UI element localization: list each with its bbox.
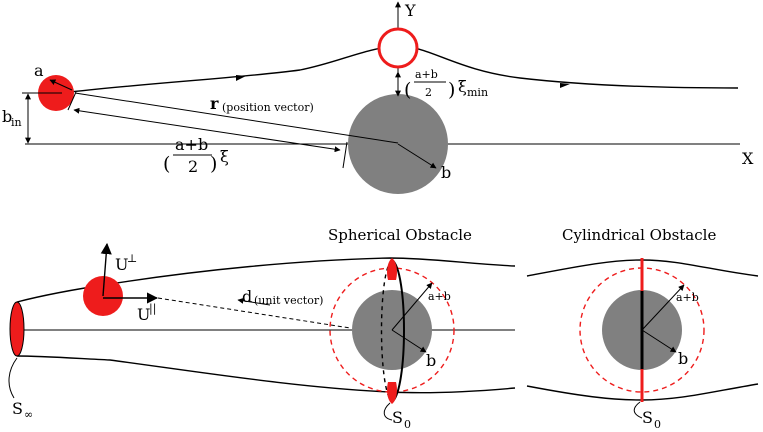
cyl-radius-a-plus-b xyxy=(641,284,685,331)
cyl-radius-b-label: b xyxy=(678,349,688,368)
cylindrical-panel: Cylindrical Obstacle a+b b S 0 xyxy=(526,226,759,431)
u-perp-label: U xyxy=(115,255,128,274)
particle-radius-label: a xyxy=(34,61,44,80)
radius-a-plus-b-label: a+b xyxy=(428,290,451,303)
y-axis-label: Y xyxy=(404,1,416,20)
cyl-radius-a-plus-b-label: a+b xyxy=(676,291,699,304)
xi-paren-l: ( xyxy=(163,153,170,175)
particle-radius-a xyxy=(49,79,73,91)
impact-param-label: b xyxy=(2,107,12,126)
xi-min-paren-r: ) xyxy=(448,79,455,101)
u-perp-vector xyxy=(100,242,112,297)
obstacle-radius-b xyxy=(397,143,437,169)
radius-b xyxy=(391,329,427,353)
trajectory-arrow-1 xyxy=(236,75,246,81)
xi-min-frac-den: 2 xyxy=(425,86,432,99)
streamtube-lower xyxy=(16,355,516,394)
particle-closest xyxy=(377,27,419,69)
s-zero-subscript: 0 xyxy=(404,418,411,431)
d-unit-vector-arrow xyxy=(237,297,271,306)
position-vector-note: (position vector) xyxy=(222,101,314,114)
xi-frac-num: a+b xyxy=(175,135,208,154)
s-infinity-pointer xyxy=(8,357,18,399)
particle-tick xyxy=(67,91,77,111)
trajectory-arrow-2 xyxy=(560,83,570,88)
obstacle-radius-label: b xyxy=(441,163,451,182)
cyl-s-zero-pointer xyxy=(633,401,643,419)
xi-distance-arrow xyxy=(73,107,341,153)
d-unit-vector-note: (unit vector) xyxy=(254,294,323,307)
title-spherical: Spherical Obstacle xyxy=(328,226,472,244)
streamtube-upper xyxy=(16,257,516,303)
s-infinity-label: S xyxy=(12,399,23,418)
s-zero-disk-front xyxy=(391,259,405,403)
s-zero-label: S xyxy=(392,408,403,427)
d-unit-vector-line xyxy=(157,297,351,329)
xi-paren-r: ) xyxy=(210,153,217,175)
cyl-s-zero-label: S xyxy=(642,408,653,427)
xi-frac-den: 2 xyxy=(188,157,198,176)
title-cylindrical: Cylindrical Obstacle xyxy=(562,226,716,244)
cyl-radius-b xyxy=(641,329,677,353)
d-unit-vector-label: d xyxy=(242,287,252,306)
xi-min-subscript: min xyxy=(467,86,488,99)
x-axis-label: X xyxy=(742,149,754,168)
xi-min-label: ξ xyxy=(458,77,467,96)
u-par-superscript: || xyxy=(149,302,156,316)
s-zero-cap-bottom xyxy=(387,382,397,404)
s-zero-cap-top xyxy=(387,258,397,280)
s-zero-pointer xyxy=(383,402,393,421)
radius-b-label: b xyxy=(426,351,436,370)
spherical-panel: Spherical Obstacle S ∞ U ⊥ U || d (unit … xyxy=(8,226,516,431)
xi-min-frac-num: a+b xyxy=(415,68,438,81)
top-panel: X Y b ( a+b 2 ) ξ min a b in r xyxy=(2,1,754,194)
xi-label: ξ xyxy=(220,147,229,166)
u-perp-superscript: ⊥ xyxy=(127,252,137,265)
impact-param-subscript: in xyxy=(11,116,22,129)
u-par-label: U xyxy=(137,305,150,324)
cyl-s-zero-subscript: 0 xyxy=(654,418,661,431)
position-vector-label: r xyxy=(210,94,219,113)
s-infinity-disk xyxy=(9,301,25,357)
xi-min-paren-l: ( xyxy=(404,79,411,101)
xi-tick-obstacle xyxy=(342,141,348,169)
radius-a-plus-b xyxy=(391,282,433,331)
s-infinity-subscript: ∞ xyxy=(24,408,33,421)
